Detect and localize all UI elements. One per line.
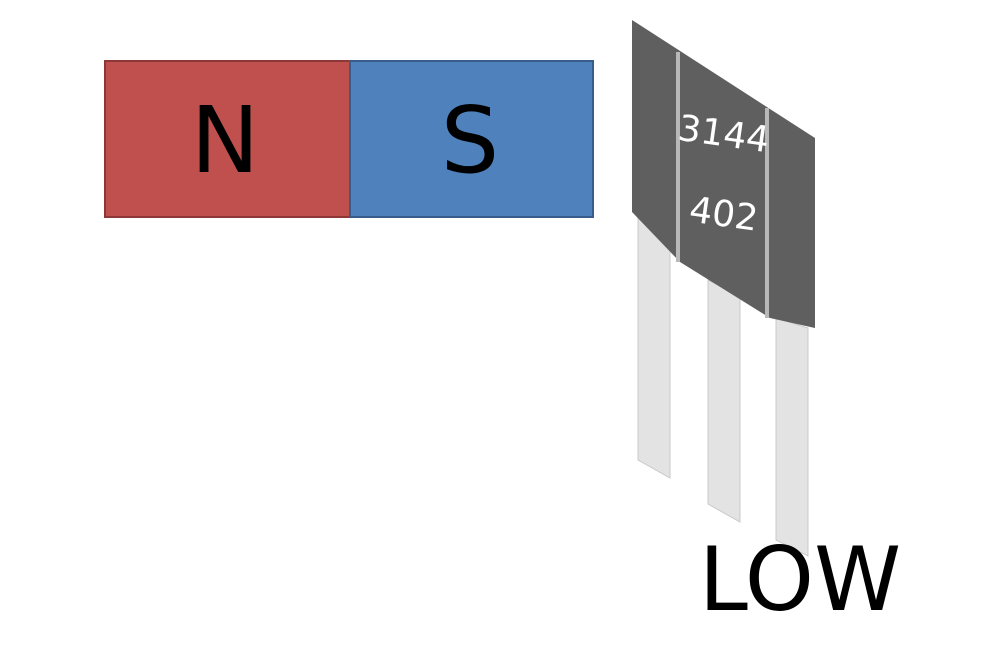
magnet-south-pole: [349, 60, 594, 218]
north-pole-label: N: [191, 87, 260, 194]
south-pole-label: S: [441, 87, 499, 194]
magnet-north-pole: [104, 60, 351, 218]
sensor-lead-middle: [707, 279, 741, 523]
hall-sensor: 3144 402: [632, 20, 815, 557]
output-state-label: LOW: [699, 528, 901, 631]
bar-magnet: N S: [104, 60, 594, 218]
sensor-lead-left: [637, 214, 671, 479]
sensor-lead-right: [775, 317, 809, 557]
sensor-marking-line2: 402: [687, 190, 761, 240]
